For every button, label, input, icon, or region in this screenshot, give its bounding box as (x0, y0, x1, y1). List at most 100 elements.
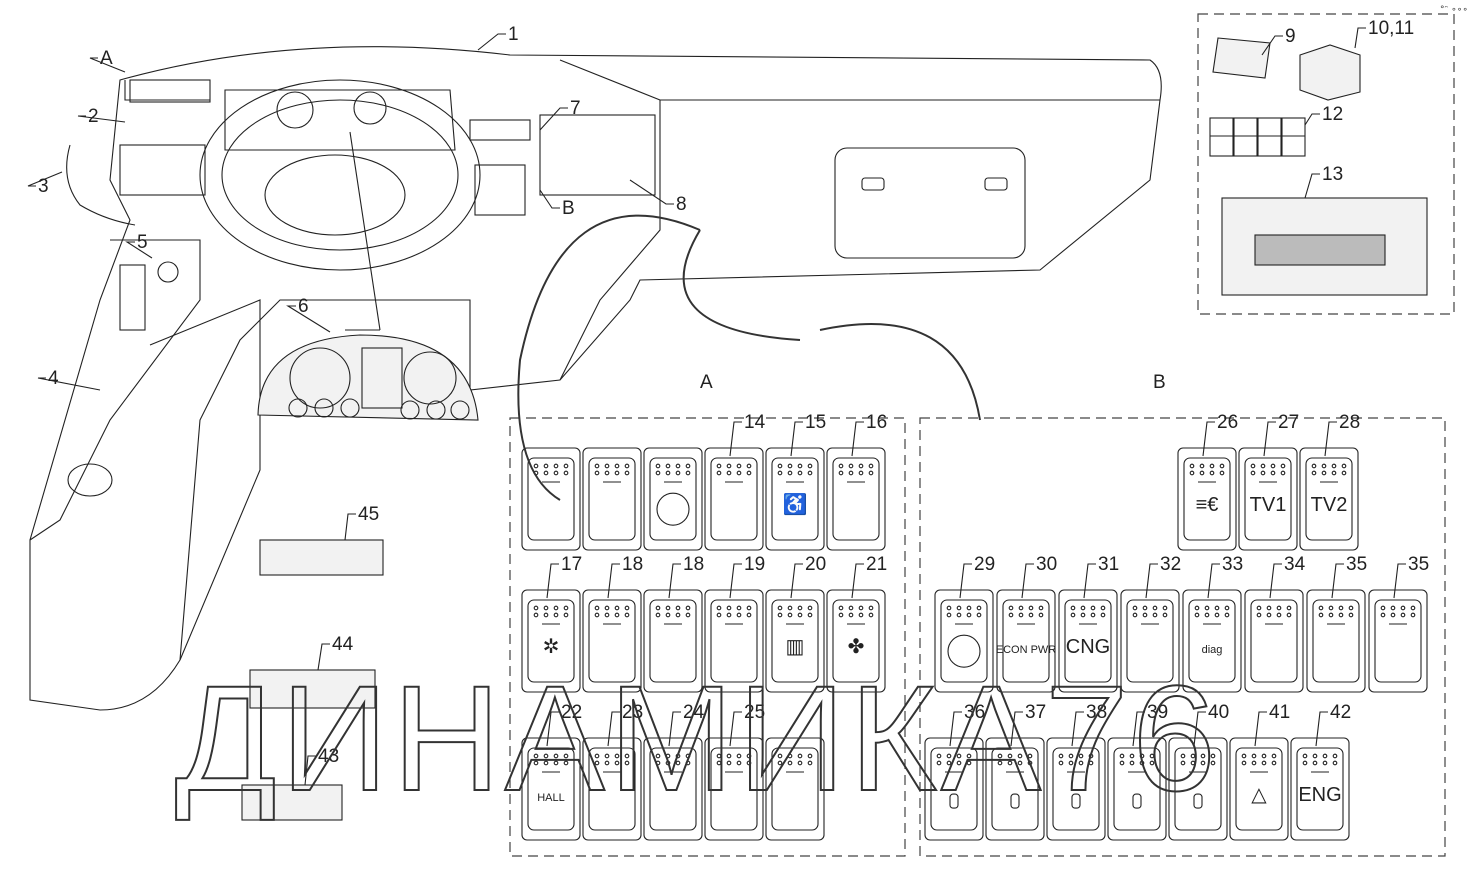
callout-label: B (562, 198, 575, 219)
switch-symbol: HALL (537, 792, 565, 804)
switch-symbol: ♿ (783, 492, 808, 516)
section-b-label: B (1153, 372, 1166, 393)
callout: 35 (1393, 554, 1429, 599)
section-a-frame (509, 417, 906, 857)
callout: 23 (607, 702, 643, 747)
callout-label: 8 (676, 194, 687, 215)
rocker-switch (643, 447, 703, 551)
rocker-switch (643, 737, 703, 841)
corner-mark: °ᵔ ∘∘∘ (1440, 5, 1468, 15)
rocker-switch (985, 737, 1045, 841)
callout-label: 2 (88, 106, 99, 127)
callout-label: 43 (318, 746, 339, 767)
callout-label: 35 (1346, 554, 1367, 575)
callout: 42 (1315, 702, 1351, 747)
callout: 39 (1132, 702, 1168, 747)
rocker-switch: ♿ (765, 447, 825, 551)
callout: 26 (1202, 412, 1238, 457)
rocker-switch (765, 737, 825, 841)
rocker-switch (1046, 737, 1106, 841)
switch-symbol: ✤ (848, 636, 865, 658)
callout: 17 (546, 554, 582, 599)
callout-label: 31 (1098, 554, 1119, 575)
callout: 13 (1304, 164, 1343, 199)
callout-label: 15 (805, 412, 826, 433)
callout-label: 37 (1025, 702, 1046, 723)
rocker-switch: ENG (1290, 737, 1350, 841)
switch-symbol: ▥ (786, 636, 805, 658)
callout-label: 42 (1330, 702, 1351, 723)
rocker-switch: ≡€ (1177, 447, 1237, 551)
callout: 32 (1145, 554, 1181, 599)
callout: 4 (37, 368, 101, 391)
rocker-switch (1168, 737, 1228, 841)
switch-symbol: ENG (1298, 784, 1341, 806)
callout-label: 45 (358, 504, 379, 525)
callout-label: 39 (1147, 702, 1168, 723)
callout-label: 6 (298, 296, 309, 317)
callout: 37 (1010, 702, 1046, 747)
parts-box (1197, 13, 1455, 315)
rocker-switch (1120, 589, 1180, 693)
callout-label: 44 (332, 634, 354, 655)
callout-label: 12 (1322, 104, 1343, 125)
callout-label: 20 (805, 554, 826, 575)
callout-label: 29 (974, 554, 995, 575)
rocker-switch (1244, 589, 1304, 693)
section-a-label: A (700, 372, 713, 393)
callout: 18 (668, 554, 704, 599)
rocker-switch (582, 589, 642, 693)
panel-44 (249, 669, 376, 709)
callout: 38 (1071, 702, 1107, 747)
rocker-switch: ECON PWR (996, 589, 1056, 693)
panel-43 (241, 784, 343, 821)
callout: 30 (1021, 554, 1057, 599)
callout: 29 (959, 554, 995, 599)
callout: 3 (27, 171, 63, 197)
callout: 9 (1261, 26, 1296, 56)
rocker-switch (521, 447, 581, 551)
panel-45 (259, 539, 384, 576)
rocker-switch: TV1 (1238, 447, 1298, 551)
callout-label: 22 (561, 702, 582, 723)
callout: B (539, 189, 575, 219)
callout: 25 (729, 702, 765, 747)
rocker-switch (582, 737, 642, 841)
callout-label: 32 (1160, 554, 1181, 575)
switch-symbol: CNG (1066, 636, 1110, 658)
callout: 5 (125, 232, 153, 259)
callout-label: 19 (744, 554, 765, 575)
rocker-switch: CNG (1058, 589, 1118, 693)
switch-symbol: diag (1202, 644, 1223, 656)
callout: 34 (1269, 554, 1306, 599)
callout-label: 3 (38, 176, 49, 197)
rocker-switch: HALL (521, 737, 581, 841)
rocker-switch (704, 447, 764, 551)
callout-label: 21 (866, 554, 887, 575)
rocker-switch: TV2 (1299, 447, 1359, 551)
callout-label: 9 (1285, 26, 1296, 47)
callout-label: 10,11 (1368, 18, 1414, 39)
switch-symbol: ✲ (543, 636, 560, 658)
callout-label: 18 (683, 554, 704, 575)
rocker-switch (1368, 589, 1428, 693)
callout-label: 24 (683, 702, 705, 723)
callout: 16 (851, 412, 887, 457)
switch-symbol: TV1 (1250, 494, 1287, 516)
callout-label: 27 (1278, 412, 1299, 433)
callout-label: 36 (964, 702, 985, 723)
callout: 21 (851, 554, 887, 599)
callout-label: 17 (561, 554, 582, 575)
switch-symbol: △ (1251, 784, 1267, 806)
callout-label: 14 (744, 412, 766, 433)
callout-label: 16 (866, 412, 887, 433)
callout: 6 (286, 296, 331, 333)
callout: 33 (1207, 554, 1243, 599)
section-b-frame (919, 417, 1446, 857)
watermark-logo (517, 214, 981, 501)
callout: 22 (546, 702, 582, 747)
callout: 14 (729, 412, 766, 457)
rocker-switch (826, 447, 886, 551)
